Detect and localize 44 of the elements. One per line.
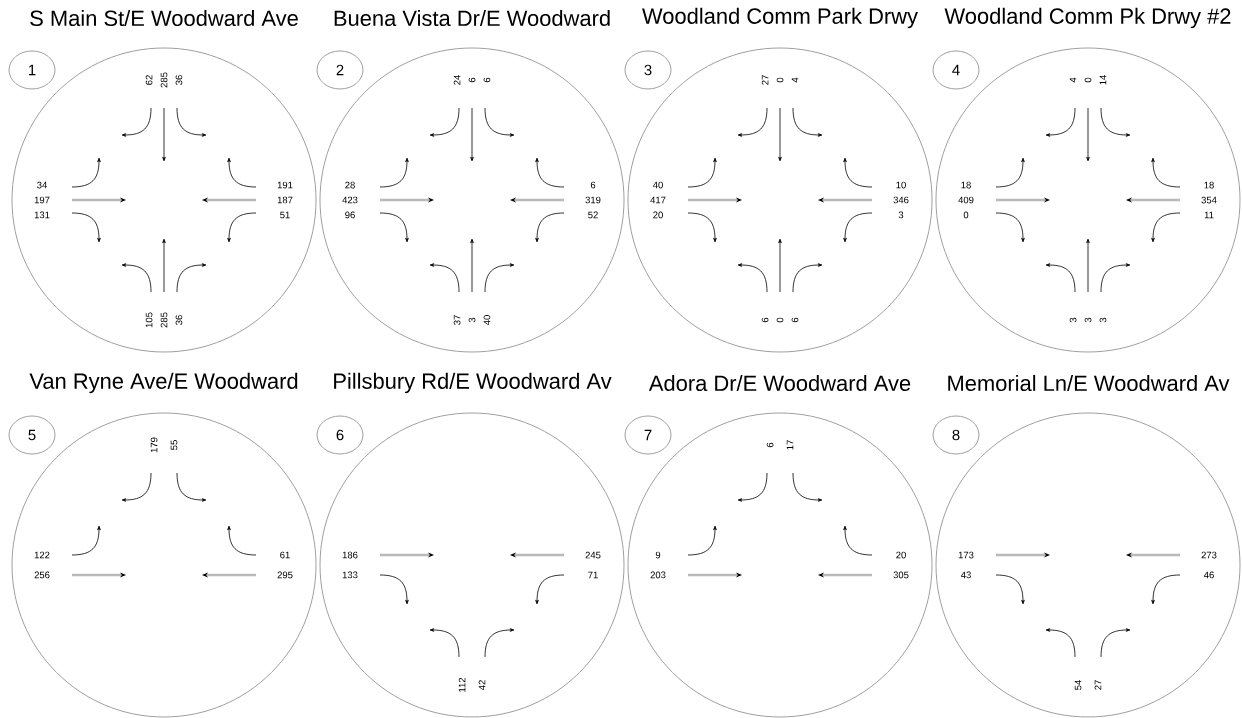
traffic-count: 191 187 51	[277, 181, 293, 219]
intersection-title: Van Ryne Ave/E Woodward	[29, 372, 298, 394]
traffic-count: 18 354 11	[1201, 181, 1217, 219]
traffic-count: 273 46	[1201, 551, 1217, 579]
traffic-count: 3 3 3	[1069, 317, 1107, 323]
traffic-count: 28 423 96	[342, 181, 358, 219]
traffic-count: 4 0 14	[1069, 75, 1107, 85]
traffic-count: 20 305	[893, 551, 909, 579]
intersection-title: Pillsbury Rd/E Woodward Av	[334, 372, 612, 394]
intersection-title: Woodland Comm Park Drwy	[642, 7, 918, 29]
traffic-count: 6 17	[766, 440, 794, 450]
number-badge: 8	[932, 415, 980, 455]
number-badge: 3	[624, 50, 672, 90]
traffic-count: 9 203	[650, 551, 666, 579]
traffic-count: 105 285 36	[145, 312, 183, 328]
number-badge: 5	[8, 415, 56, 455]
traffic-count: 179 55	[150, 437, 178, 453]
traffic-count: 186 133	[342, 551, 358, 579]
intersection-title: Woodland Comm Pk Drwy #2	[944, 7, 1231, 29]
intersection-title: Memorial Ln/E Woodward Av	[948, 374, 1230, 392]
traffic-count: 54 27	[1074, 680, 1102, 690]
traffic-count: 6 0 6	[761, 317, 799, 323]
traffic-count: 6 319 52	[585, 181, 601, 219]
traffic-count: 37 3 40	[453, 315, 491, 326]
number-badge: 4	[932, 50, 980, 90]
traffic-count: 61 295	[277, 551, 293, 579]
number-badge: 7	[624, 415, 672, 455]
traffic-count: 24 6 6	[453, 75, 491, 85]
traffic-count: 40 417 20	[650, 181, 666, 219]
intersection-title: Adora Dr/E Woodward Ave	[648, 374, 911, 392]
intersection-title: S Main St/E Woodward Ave	[30, 9, 298, 27]
traffic-count: 173 43	[958, 551, 974, 579]
number-badge: 6	[316, 415, 364, 455]
traffic-count: 122 256	[34, 551, 50, 579]
traffic-count: 10 346 3	[893, 181, 909, 219]
intersection-title: Buena Vista Dr/E Woodward	[334, 9, 610, 27]
number-badge: 1	[8, 50, 56, 90]
traffic-count: 27 0 4	[761, 75, 799, 85]
traffic-count: 112 42	[458, 677, 486, 692]
traffic-count: 18 409 0	[958, 181, 974, 219]
traffic-count: 62 285 36	[145, 72, 183, 88]
traffic-count: 34 197 131	[34, 181, 50, 219]
traffic-count: 245 71	[585, 551, 601, 579]
number-badge: 2	[316, 50, 364, 90]
